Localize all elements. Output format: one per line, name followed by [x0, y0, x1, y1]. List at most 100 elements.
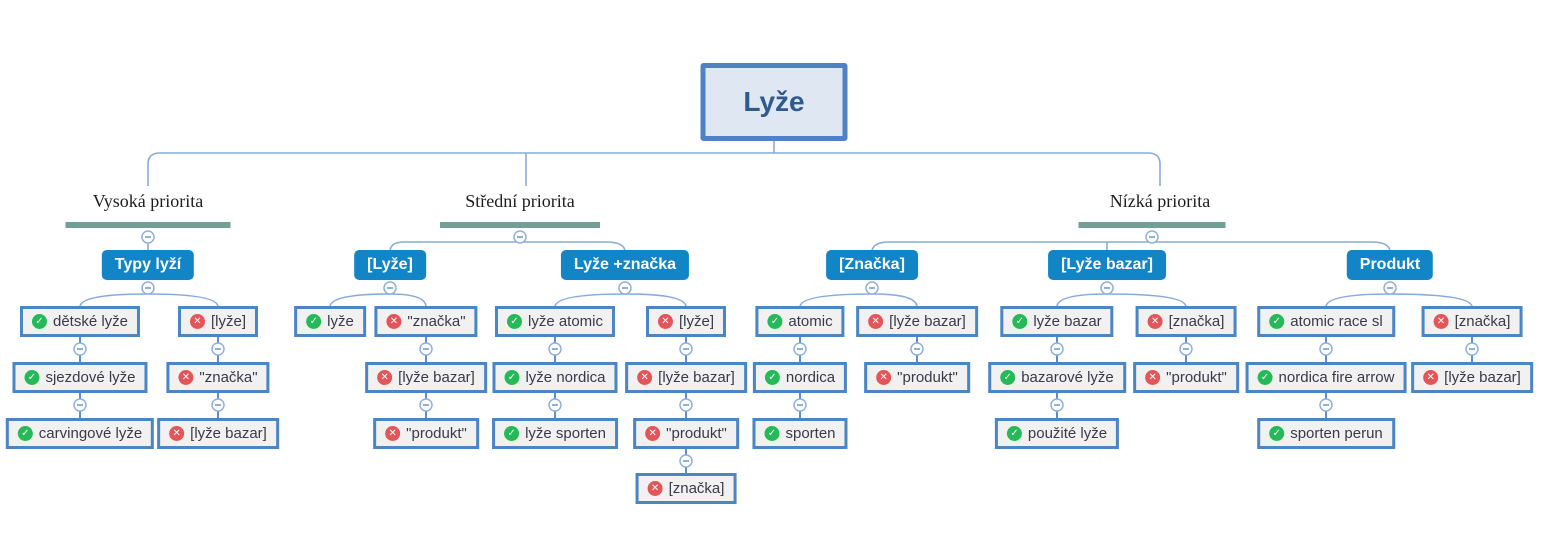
check-icon [1257, 370, 1273, 385]
collapse-toggle[interactable] [383, 281, 397, 295]
keyword-node[interactable]: atomic [755, 306, 845, 337]
keyword-label: sjezdové lyže [45, 369, 136, 386]
collapse-toggle[interactable] [1179, 342, 1193, 356]
priority-label-low[interactable]: Nízká priorita [1109, 191, 1211, 211]
keyword-label: "produkt" [1166, 369, 1227, 386]
keyword-node[interactable]: [lyže bazar] [157, 418, 279, 449]
priority-label-high[interactable]: Vysoká priorita [92, 191, 204, 211]
collapse-toggle[interactable] [513, 230, 527, 244]
collapse-toggle[interactable] [793, 398, 807, 412]
check-icon [17, 426, 33, 441]
cross-icon [169, 426, 185, 441]
collapse-toggle[interactable] [618, 281, 632, 295]
check-icon [31, 314, 47, 329]
collapse-toggle[interactable] [141, 281, 155, 295]
keyword-label: [lyže bazar] [889, 313, 966, 330]
collapse-toggle[interactable] [679, 398, 693, 412]
keyword-node[interactable]: [lyže bazar] [856, 306, 978, 337]
keyword-node[interactable]: atomic race sl [1257, 306, 1395, 337]
keyword-node[interactable]: [značka] [1135, 306, 1237, 337]
chain-connectors [79, 337, 1473, 473]
category-node[interactable]: [Značka] [826, 250, 918, 280]
keyword-label: atomic race sl [1290, 313, 1383, 330]
priority-underline [65, 222, 231, 228]
keyword-node[interactable]: "produkt" [633, 418, 739, 449]
keyword-node[interactable]: sporten perun [1257, 418, 1395, 449]
collapse-toggle[interactable] [1319, 398, 1333, 412]
keyword-node[interactable]: lyže [294, 306, 366, 337]
collapse-toggle[interactable] [548, 342, 562, 356]
collapse-toggle[interactable] [548, 398, 562, 412]
keyword-node[interactable]: carvingové lyže [5, 418, 155, 449]
collapse-toggle[interactable] [1050, 342, 1064, 356]
keyword-label: [lyže bazar] [190, 425, 267, 442]
keyword-node[interactable]: "produkt" [864, 362, 970, 393]
collapse-toggle[interactable] [679, 454, 693, 468]
collapse-toggle[interactable] [1050, 398, 1064, 412]
category-node[interactable]: Typy lyží [101, 250, 195, 280]
collapse-toggle[interactable] [419, 342, 433, 356]
keyword-node[interactable]: "produkt" [373, 418, 479, 449]
cross-icon [647, 481, 663, 496]
category-node[interactable]: [Lyže] [354, 250, 426, 280]
keyword-node[interactable]: použité lyže [994, 418, 1120, 449]
keyword-node[interactable]: [lyže bazar] [625, 362, 747, 393]
collapse-toggle[interactable] [141, 230, 155, 244]
collapse-toggle[interactable] [1319, 342, 1333, 356]
category-node[interactable]: [Lyže bazar] [1048, 250, 1166, 280]
collapse-toggle[interactable] [1383, 281, 1397, 295]
keyword-node[interactable]: nordica [752, 362, 848, 393]
keyword-label: lyže nordica [525, 369, 606, 386]
keyword-node[interactable]: bazarové lyže [988, 362, 1126, 393]
category-node[interactable]: Lyže +značka [560, 250, 690, 280]
check-icon [1012, 314, 1028, 329]
check-icon [506, 314, 522, 329]
category-node[interactable]: Produkt [1346, 250, 1434, 280]
root-node[interactable]: Lyže [700, 63, 848, 141]
tree-connectors [79, 141, 1473, 308]
collapse-toggle[interactable] [73, 398, 87, 412]
collapse-toggle[interactable] [865, 281, 879, 295]
keyword-label: "značka" [407, 313, 466, 330]
collapse-toggle[interactable] [679, 342, 693, 356]
priority-label-medium[interactable]: Střední priorita [465, 191, 575, 211]
keyword-node[interactable]: lyže sporten [492, 418, 618, 449]
keyword-node[interactable]: nordica fire arrow [1245, 362, 1407, 393]
collapse-toggle[interactable] [1100, 281, 1114, 295]
keyword-node[interactable]: [značka] [1421, 306, 1523, 337]
collapse-toggle[interactable] [211, 398, 225, 412]
collapse-toggle[interactable] [211, 342, 225, 356]
collapse-toggle[interactable] [1465, 342, 1479, 356]
keyword-label: lyže atomic [527, 313, 604, 330]
check-icon [1269, 426, 1285, 441]
priority-underline [1078, 222, 1226, 228]
collapse-toggle[interactable] [910, 342, 924, 356]
keyword-node[interactable]: [značka] [635, 473, 737, 504]
keyword-node[interactable]: sjezdové lyže [12, 362, 148, 393]
keyword-node[interactable]: lyže nordica [492, 362, 618, 393]
keyword-node[interactable]: lyže atomic [494, 306, 616, 337]
collapse-toggle[interactable] [419, 398, 433, 412]
keyword-node[interactable]: [lyže bazar] [1411, 362, 1533, 393]
keyword-node[interactable]: [lyže] [645, 306, 727, 337]
cross-icon [1145, 370, 1161, 385]
keyword-node[interactable]: lyže bazar [1000, 306, 1114, 337]
check-icon [306, 314, 322, 329]
keyword-node[interactable]: [lyže] [177, 306, 259, 337]
collapse-toggle[interactable] [73, 342, 87, 356]
keyword-label: [značka] [1454, 313, 1511, 330]
keyword-node[interactable]: [lyže bazar] [365, 362, 487, 393]
keyword-node[interactable]: "značka" [166, 362, 270, 393]
keyword-node[interactable]: dětské lyže [19, 306, 141, 337]
keyword-label: [značka] [668, 480, 725, 497]
keyword-label: "produkt" [406, 425, 467, 442]
keyword-node[interactable]: "značka" [374, 306, 478, 337]
collapse-toggle[interactable] [1145, 230, 1159, 244]
keyword-node[interactable]: sporten [752, 418, 848, 449]
keyword-label: atomic [788, 313, 833, 330]
check-icon [504, 370, 520, 385]
keyword-node[interactable]: "produkt" [1133, 362, 1239, 393]
collapse-toggle[interactable] [793, 342, 807, 356]
cross-icon [657, 314, 673, 329]
